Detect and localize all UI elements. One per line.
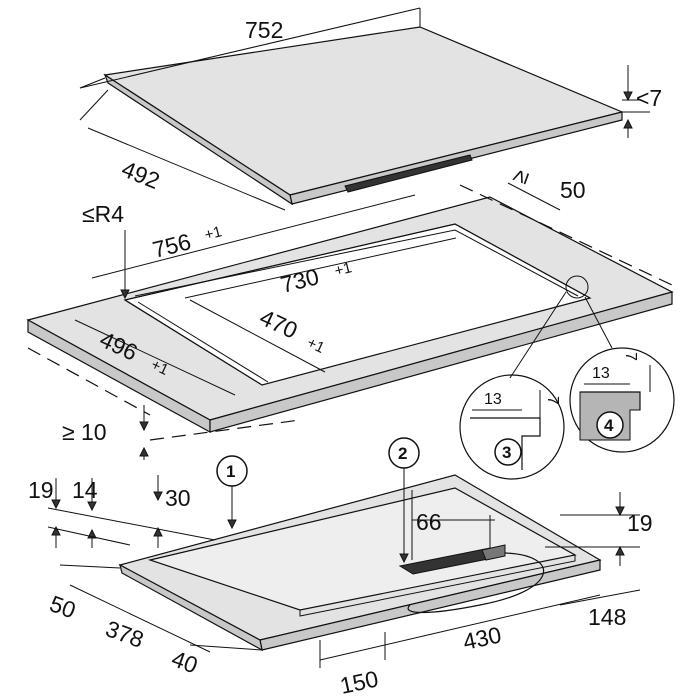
detail-3: 13 7 3 — [459, 374, 565, 480]
detail-4-number-circle — [596, 411, 624, 439]
dim-470-tol: +1 — [304, 334, 327, 357]
detail-3-number-circle — [494, 438, 522, 466]
callout-1-number: 1 — [226, 462, 235, 481]
dim-756-tol: +1 — [203, 223, 224, 244]
dim-30-label: 30 — [165, 485, 191, 511]
dim-730-tol: +1 — [333, 259, 354, 280]
dim-50-label: 50 — [560, 177, 586, 203]
dim-thickness-label: <7 — [636, 85, 662, 111]
dim-19-right-label: 19 — [627, 510, 653, 536]
detail-4-dim-13: 13 — [592, 365, 610, 382]
dim-radius-label: ≤R4 — [82, 201, 124, 227]
countertop: ≤R4 756 +1 730 +1 ≥ 50 496 +1 470 +1 ≥ 1… — [26, 166, 674, 460]
countertop-right-edge — [209, 291, 673, 433]
detail-4-dim-7: 7 — [622, 352, 639, 361]
power-cable — [407, 552, 545, 614]
dim-756-line — [91, 194, 416, 279]
detail-3-dim-13: 13 — [484, 391, 502, 408]
panel-left-edge — [103, 73, 293, 206]
dim-756-label: 756 — [150, 228, 194, 263]
dashed-guide-left — [27, 347, 151, 416]
detail-4-circle — [569, 347, 675, 453]
dim-492-label: 492 — [118, 156, 163, 194]
detail-3-number: 3 — [502, 443, 511, 462]
top-panel: 752 <7 492 — [79, 7, 662, 211]
dim-752-label: 752 — [245, 17, 283, 43]
detail-marker — [565, 275, 589, 299]
dim-730-line — [184, 237, 457, 299]
dim-66-label: 66 — [416, 509, 442, 535]
dim-496-line — [74, 319, 236, 396]
dim-14-label: 14 — [72, 477, 98, 503]
detail-4: 13 7 4 — [569, 347, 675, 453]
dim-40-label: 40 — [168, 645, 201, 678]
detail-4-number: 4 — [604, 416, 614, 435]
dim-470-line — [189, 299, 326, 373]
hob-unit: 1 2 66 19 19 14 30 — [28, 437, 653, 699]
panel-underside-step — [344, 154, 473, 193]
panel-top-surface — [103, 26, 624, 196]
dim-430-label: 430 — [461, 621, 504, 654]
dim-496-tol: +1 — [148, 356, 171, 379]
dim-50-bottom-label: 50 — [46, 590, 79, 623]
callout-2-number: 2 — [398, 444, 407, 463]
dim-148-label: 148 — [588, 604, 626, 630]
dim-150-label: 150 — [338, 665, 381, 698]
dim-378-label: 378 — [102, 615, 147, 653]
dashed-guide-top — [459, 184, 673, 286]
dim-19-left-label: 19 — [28, 477, 54, 503]
dim-10-label: ≥ 10 — [62, 419, 107, 445]
dim-492-line — [87, 127, 286, 211]
detail-3-circle — [459, 374, 565, 480]
dim-752-line — [79, 7, 421, 89]
detail-3-dim-7: 7 — [544, 396, 561, 405]
